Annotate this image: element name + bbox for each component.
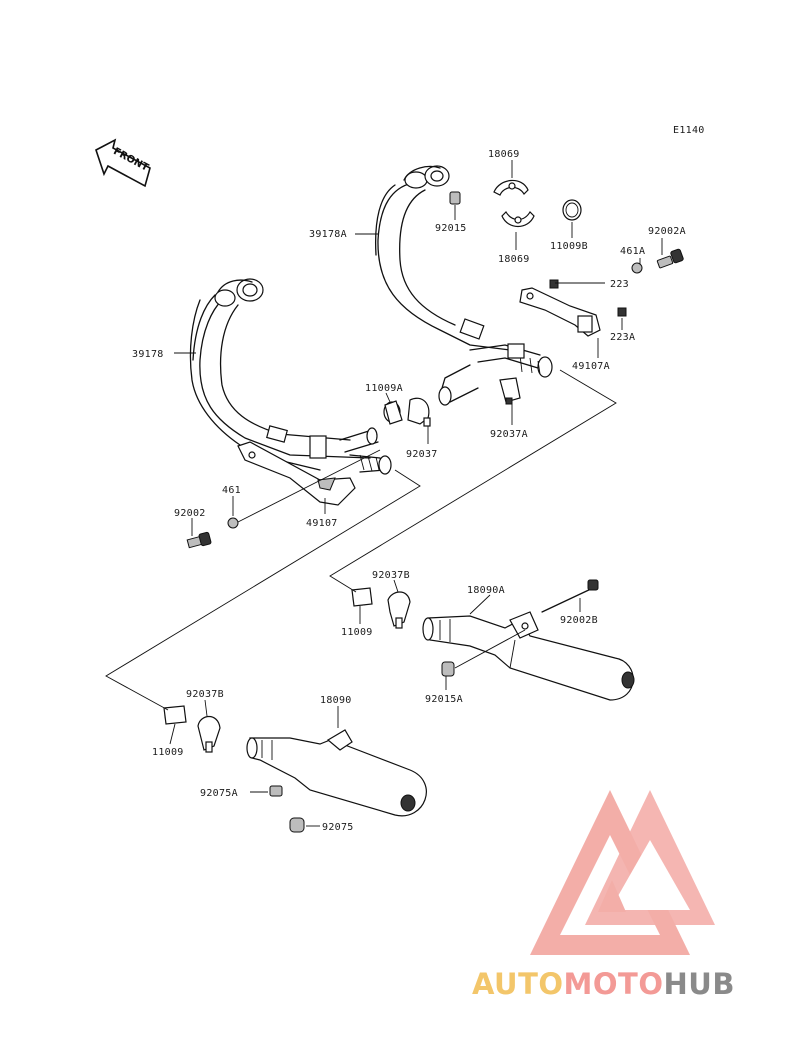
label-11009-right: 11009 xyxy=(341,627,373,638)
header-pipe-39178A xyxy=(374,165,553,406)
label-223: 223 xyxy=(610,279,629,290)
label-92037: 92037 xyxy=(406,449,438,460)
header-pipe-39178 xyxy=(189,278,392,475)
label-18069-bottom: 18069 xyxy=(498,254,530,265)
label-92015A: 92015A xyxy=(425,694,463,705)
nut-461 xyxy=(227,517,239,529)
nut-92015 xyxy=(449,191,461,205)
muffler-18090A xyxy=(422,611,635,701)
bolt-223A xyxy=(617,307,627,317)
label-11009-left: 11009 xyxy=(152,747,184,758)
label-92037B-left: 92037B xyxy=(186,689,224,700)
bracket-49107A xyxy=(519,287,601,337)
front-arrow-icon: FRONT xyxy=(95,138,151,188)
gasket-11009A xyxy=(383,400,403,425)
label-49107A: 49107A xyxy=(572,361,610,372)
assembly-guide-lines xyxy=(105,282,617,711)
gasket-11009-right xyxy=(351,587,373,607)
watermark-hub: HUB xyxy=(664,967,735,1001)
bolt-92002 xyxy=(186,531,212,549)
nut-92015A xyxy=(441,661,455,677)
label-92002: 92002 xyxy=(174,508,206,519)
clamp-92037A xyxy=(499,377,521,405)
bolt-223 xyxy=(549,279,559,289)
clamp-92037B-left xyxy=(197,715,221,753)
label-11009A: 11009A xyxy=(365,383,403,394)
label-92037B-right: 92037B xyxy=(372,570,410,581)
label-leaders xyxy=(169,160,663,827)
label-92015: 92015 xyxy=(435,223,467,234)
svg-text:AUTOMOTOHUB: AUTOMOTOHUB xyxy=(472,967,735,1001)
label-11009B: 11009B xyxy=(550,241,588,252)
nut-461A xyxy=(631,262,643,274)
clamp-18069-bottom xyxy=(501,211,535,228)
bracket-49107 xyxy=(237,441,356,506)
watermark-moto: MOTO xyxy=(564,967,664,1001)
watermark-auto: AUTO xyxy=(472,967,564,1001)
label-92075A: 92075A xyxy=(200,788,238,799)
label-92075: 92075 xyxy=(322,822,354,833)
label-92002A: 92002A xyxy=(648,226,686,237)
bolt-92002B xyxy=(541,579,599,613)
label-18090A: 18090A xyxy=(467,585,505,596)
nut-92075A xyxy=(269,785,283,797)
clamp-92037 xyxy=(407,397,431,427)
label-461A: 461A xyxy=(620,246,645,257)
label-18069-top: 18069 xyxy=(488,149,520,160)
bolt-92002A xyxy=(656,248,684,269)
label-49107: 49107 xyxy=(306,518,338,529)
label-39178A: 39178A xyxy=(309,229,347,240)
nut-92075 xyxy=(289,817,305,833)
label-461: 461 xyxy=(222,485,241,496)
label-39178: 39178 xyxy=(132,349,164,360)
label-92002B: 92002B xyxy=(560,615,598,626)
label-92037A: 92037A xyxy=(490,429,528,440)
label-223A: 223A xyxy=(610,332,635,343)
watermark-logo xyxy=(530,790,715,955)
part-labels: E1140 18069 18069 39178A 92015 11009B 92… xyxy=(132,125,705,833)
watermark-text: AUTOMOTOHUB xyxy=(472,967,735,1001)
figure-code: E1140 xyxy=(673,125,705,136)
ring-11009B xyxy=(562,199,582,221)
muffler-18090 xyxy=(246,729,427,817)
clamp-18069-top xyxy=(493,179,529,196)
label-18090: 18090 xyxy=(320,695,352,706)
gasket-11009-left xyxy=(163,705,187,725)
clamp-92037B-right xyxy=(387,591,411,629)
